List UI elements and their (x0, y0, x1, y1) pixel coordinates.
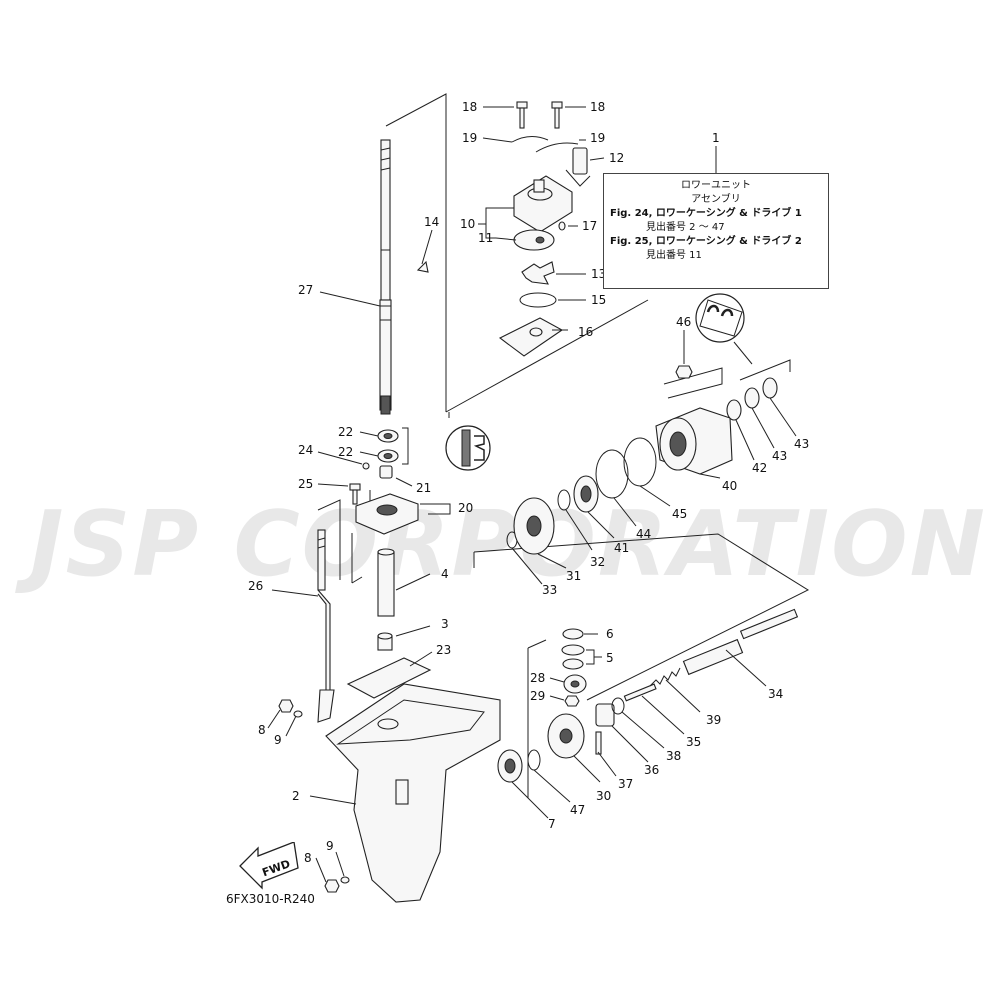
callout-9a: 9 (274, 733, 282, 747)
callout-18a: 18 (462, 100, 477, 114)
callout-16: 16 (578, 325, 593, 339)
callout-labels: 1 2 3 4 5 6 7 8 8 9 9 10 11 12 13 14 15 … (248, 100, 809, 865)
info-ref1-fig: Fig. 24, ロワーケーシング & ドライブ 1 (610, 208, 802, 219)
callout-22b: 22 (338, 445, 353, 459)
callout-43b: 43 (794, 437, 809, 451)
forward-gear-group (506, 407, 733, 555)
callout-2: 2 (292, 789, 300, 803)
callout-19b: 19 (590, 131, 605, 145)
callout-21: 21 (416, 481, 431, 495)
callout-11: 11 (478, 231, 493, 245)
callout-12: 12 (609, 151, 624, 165)
callout-5: 5 (606, 651, 614, 665)
callout-30: 30 (596, 789, 611, 803)
callout-32: 32 (590, 555, 605, 569)
water-tube-group (346, 548, 432, 699)
callout-18b: 18 (590, 100, 605, 114)
callout-43a: 43 (772, 449, 787, 463)
callout-25: 25 (298, 477, 313, 491)
info-title-line2: アセンブリ (691, 194, 741, 205)
callout-8b: 8 (304, 851, 312, 865)
callout-36: 36 (644, 763, 659, 777)
shift-rod (317, 529, 335, 723)
bolts-8-9 (278, 699, 350, 893)
callout-14: 14 (424, 215, 439, 229)
callout-46: 46 (676, 315, 691, 329)
seal-housing (355, 465, 419, 535)
callout-33: 33 (542, 583, 557, 597)
callout-9b: 9 (326, 839, 334, 853)
gear-and-shaft-group (547, 608, 799, 759)
callout-24: 24 (298, 443, 313, 457)
callout-7: 7 (548, 817, 556, 831)
drive-shaft-pin (416, 260, 429, 273)
callout-4: 4 (441, 567, 449, 581)
seal-detail-icon (445, 425, 491, 471)
callout-41: 41 (614, 541, 629, 555)
diagram-reference-code: 6FX3010-R240 (226, 892, 315, 906)
group-frame-lines (317, 93, 810, 798)
lower-casing (325, 683, 501, 903)
callout-28: 28 (530, 671, 545, 685)
callout-10: 10 (460, 217, 475, 231)
callout-35: 35 (686, 735, 701, 749)
water-pump-assembly (498, 101, 591, 357)
callout-19a: 19 (462, 131, 477, 145)
callout-8a: 8 (258, 723, 266, 737)
info-ref2-items: 見出番号 11 (646, 250, 702, 261)
callout-34: 34 (768, 687, 783, 701)
callout-6: 6 (606, 627, 614, 641)
callout-40: 40 (722, 479, 737, 493)
callout-42: 42 (752, 461, 767, 475)
callout-31: 31 (566, 569, 581, 583)
grease-detail-icon (695, 293, 745, 343)
callout-45: 45 (672, 507, 687, 521)
callout-47: 47 (570, 803, 585, 817)
callout-39: 39 (706, 713, 721, 727)
callout-26: 26 (248, 579, 263, 593)
info-title-line1: ロワーユニット (681, 180, 751, 191)
callout-27: 27 (298, 283, 313, 297)
callout-17: 17 (582, 219, 597, 233)
info-ref1-items: 見出番号 2 ～ 47 (646, 222, 725, 233)
callout-3: 3 (441, 617, 449, 631)
callout-23: 23 (436, 643, 451, 657)
callout-22a: 22 (338, 425, 353, 439)
callout-20: 20 (458, 501, 473, 515)
info-ref2-fig: Fig. 25, ロワーケーシング & ドライブ 2 (610, 236, 802, 247)
callout-37: 37 (618, 777, 633, 791)
callout-1: 1 (712, 131, 720, 145)
fwd-arrow-icon: FWD (239, 842, 299, 890)
callout-44: 44 (636, 527, 651, 541)
bearing-7 (497, 749, 541, 783)
assembly-info-box: ロワーユニット アセンブリ Fig. 24, ロワーケーシング & ドライブ 1… (603, 173, 829, 289)
callout-29: 29 (530, 689, 545, 703)
bearings-upper (349, 427, 409, 505)
callout-38: 38 (666, 749, 681, 763)
callout-15: 15 (591, 293, 606, 307)
leader-lines (267, 106, 797, 883)
drive-shaft (379, 139, 392, 415)
callout-13: 13 (591, 267, 606, 281)
